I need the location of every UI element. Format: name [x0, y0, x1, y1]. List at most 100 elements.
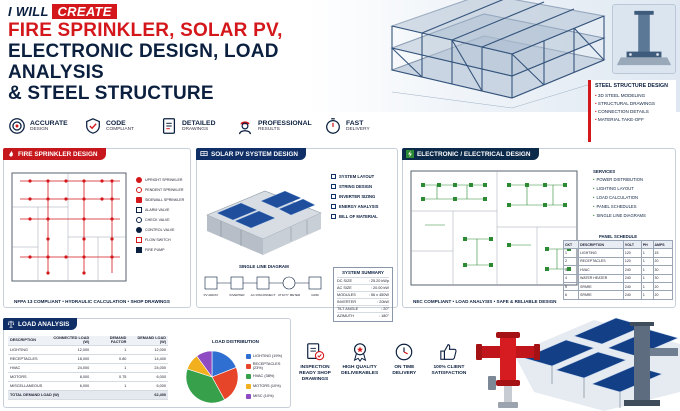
equipment-render	[476, 317, 680, 411]
checklist-item: BILL OF MATERIAL	[331, 211, 378, 221]
cell: 120	[622, 248, 642, 258]
summary-value: : 56 x 450W	[368, 293, 389, 297]
system-summary-box: SYSTEM SUMMARY DC SIZE: 25.20 kWp AC SIZ…	[333, 267, 393, 322]
solar-panel-title: SOLAR PV SYSTEM DESIGN	[211, 150, 298, 158]
checkbox-icon	[331, 183, 336, 189]
award-ribbon-icon	[353, 343, 366, 362]
cell: 3	[562, 265, 580, 275]
summary-row: INVERTER: 20kW	[337, 298, 389, 305]
document-icon	[162, 118, 176, 134]
pie-title: LOAD DISTRIBUTION	[212, 339, 259, 344]
steel-item: MATERIAL TAKE-OFF	[595, 116, 672, 124]
load-analysis-panel: LOAD ANALYSIS DESCRIPTION CONNECTED LOAD…	[3, 318, 291, 408]
badge-label: INSPECTION READY SHOP DRAWINGS	[299, 365, 331, 382]
solar-pv-panel: SOLAR PV SYSTEM DESIGN SYSTEM LAYOUT STR…	[196, 148, 398, 322]
services-list: SERVICES POWER DISTRIBUTION LIGHTING LAY…	[593, 169, 646, 220]
badge-inspection: INSPECTION READY SHOP DRAWINGS	[294, 342, 336, 404]
total-label: TOTAL DEMAND LOAD (W)	[8, 390, 129, 400]
legend-swatch	[246, 393, 251, 399]
cell: 1	[640, 273, 654, 283]
feature-title: FAST	[346, 120, 364, 127]
sld-node-label: AC DISCONNECT	[251, 293, 276, 297]
summary-key: TILT ANGLE	[337, 307, 359, 311]
cell: LIGHTING	[578, 248, 624, 258]
checkbox-icon	[331, 213, 336, 219]
cell: 240	[622, 281, 642, 292]
sprinkler-legend: UPRIGHT SPRINKLER PENDENT SPRINKLER SIDE…	[136, 175, 184, 255]
cell: RECEPTACLES	[578, 256, 624, 267]
service-item: PANEL SCHEDULES	[593, 202, 646, 211]
feature-title: DETAILED	[182, 120, 216, 127]
checklist-label: BILL OF MATERIAL	[339, 213, 378, 219]
sld-node-label: INVERTER	[229, 293, 245, 297]
badge-quality: HIGH QUALITY DELIVERABLES	[339, 342, 381, 404]
summary-row: AZIMUTH: 180°	[337, 312, 389, 319]
column-header: PH	[640, 239, 654, 250]
headline-intro-text: I WILL	[8, 4, 49, 19]
cell: 1	[640, 290, 654, 300]
headline-line-1: FIRE SPRINKLER, SOLAR PV,	[8, 20, 283, 41]
cell: 24,000	[44, 363, 92, 373]
column-header: AMPS	[652, 239, 673, 250]
pendent-sprinkler-icon	[136, 187, 142, 193]
legend-label: HVAC (38%)	[253, 374, 275, 378]
fire-footer: NFPA 13 COMPLIANT • HYDRAULIC CALCULATIO…	[14, 299, 170, 304]
steel-item: 3D STEEL MODELING	[595, 92, 672, 100]
sld-node-label: GRID	[311, 293, 319, 297]
lightning-bolt-icon	[406, 150, 414, 158]
cell: 6,000	[128, 372, 168, 382]
inspection-stamp-icon	[307, 343, 325, 361]
load-table: DESCRIPTION CONNECTED LOAD (W) DEMAND FA…	[8, 336, 168, 400]
panel-schedule: PANEL SCHEDULE CKT DESCRIPTION VOLT PH A…	[562, 234, 673, 300]
pie-slice	[196, 350, 213, 378]
service-item: SINGLE LINE DIAGRAMS	[593, 211, 645, 220]
badge-on-time: ON TIME DELIVERY	[383, 342, 425, 404]
feature-sub: DRAWINGS	[182, 127, 209, 132]
cell: WATER HEATER	[578, 273, 624, 283]
cell: 1	[91, 345, 129, 355]
cell: 6,000	[128, 381, 168, 391]
headline-line-2: ELECTRONIC DESIGN, LOAD ANALYSIS	[8, 41, 279, 83]
alarm-valve-icon	[136, 207, 142, 213]
solar-checklist: SYSTEM LAYOUT STRING DESIGN INVERTER SIZ…	[331, 171, 378, 221]
checkbox-icon	[331, 193, 336, 199]
electrical-floor-plan	[410, 170, 578, 286]
checkbox-icon	[331, 203, 336, 209]
pie-legend-item: RECEPTACLES (23%)	[246, 361, 290, 371]
sprinkler-floor-plan	[11, 172, 127, 282]
steel-card-list: 3D STEEL MODELING STRUCTURAL DRAWINGS CO…	[595, 92, 672, 124]
cell: 0.80	[91, 354, 129, 364]
legend-label: MOTORS (10%)	[253, 384, 281, 388]
control-valve-icon	[136, 227, 142, 233]
steel-column-image	[624, 322, 678, 406]
hero-banner: I WILL CREATE FIRE SPRINKLER, SOLAR PV, …	[0, 0, 680, 142]
checklist-label: STRING DESIGN	[339, 183, 373, 189]
table-total-row: TOTAL DEMAND LOAD (W)62,400	[8, 390, 168, 400]
legend-label: CONTROL VALVE	[145, 228, 175, 232]
cell: 12,000	[128, 345, 168, 355]
cell: 20	[652, 290, 673, 300]
checklist-item: INVERTER SIZING	[331, 191, 378, 201]
system-summary-title: SYSTEM SUMMARY	[342, 270, 384, 275]
cell: HVAC	[578, 265, 624, 275]
cell: MOTORS	[8, 372, 45, 382]
summary-key: AZIMUTH	[337, 314, 354, 318]
table-header-row: DESCRIPTION CONNECTED LOAD (W) DEMAND FA…	[8, 336, 168, 346]
solar-roof-render	[206, 190, 322, 255]
cell: 4	[562, 273, 580, 283]
legend-swatch	[246, 353, 251, 359]
cell: 240	[622, 290, 642, 300]
headline-intro: I WILL CREATE	[8, 4, 368, 19]
checklist-label: ENERGY ANALYSIS	[339, 203, 379, 209]
fire-valve-image	[476, 332, 540, 408]
summary-row: AC SIZE: 20.00 kW	[337, 284, 389, 291]
headline-line-3: & STEEL STRUCTURE	[8, 83, 214, 104]
cell: 1	[91, 381, 129, 391]
